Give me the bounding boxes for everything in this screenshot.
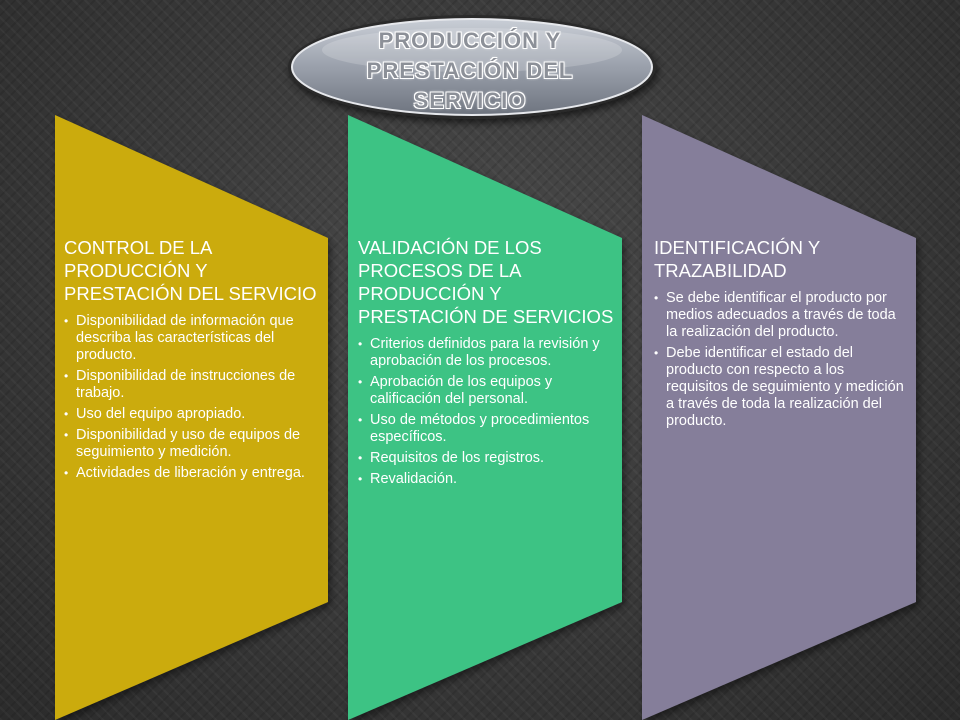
bullet-icon: •	[64, 466, 69, 480]
panel-heading: VALIDACIÓN DE LOS PROCESOS DE LA PRODUCC…	[358, 237, 614, 327]
diagram-title: PRODUCCIÓN Y PRESTACIÓN DEL SERVICIO	[366, 28, 574, 113]
list-item: •Actividades de liberación y entrega.	[64, 465, 305, 481]
bullet-icon: •	[654, 346, 659, 360]
bullet-icon: •	[358, 451, 363, 465]
panel-identificacion: IDENTIFICACIÓN Y TRAZABILIDAD •Se debe i…	[654, 236, 906, 434]
list-item: •Se debe identificar el producto por med…	[654, 290, 896, 340]
list-item: •Disponibilidad y uso de equipos de segu…	[64, 427, 301, 460]
bullet-icon: •	[64, 314, 69, 328]
list-item: •Debe identificar el estado del producto…	[654, 345, 904, 429]
bullet-icon: •	[64, 369, 69, 383]
panel-list: •Criterios definidos para la revisión y …	[358, 336, 620, 488]
panel-identificacion-shape	[642, 115, 916, 720]
bullet-icon: •	[64, 407, 69, 421]
list-item: •Aprobación de los equipos y calificació…	[358, 374, 553, 407]
panel-control-shape	[55, 115, 328, 720]
panel-control: CONTROL DE LA PRODUCCIÓN Y PRESTACIÓN DE…	[64, 236, 322, 486]
list-item: •Revalidación.	[358, 471, 458, 487]
bullet-icon: •	[64, 428, 69, 442]
panel-heading: IDENTIFICACIÓN Y TRAZABILIDAD	[654, 237, 820, 281]
bullet-icon: •	[358, 337, 363, 351]
panel-heading: CONTROL DE LA PRODUCCIÓN Y PRESTACIÓN DE…	[64, 237, 317, 304]
panel-validacion: VALIDACIÓN DE LOS PROCESOS DE LA PRODUCC…	[358, 236, 620, 492]
list-item: •Criterios definidos para la revisión y …	[358, 336, 600, 369]
list-item: •Requisitos de los registros.	[358, 450, 545, 466]
list-item: •Disponibilidad de instrucciones de trab…	[64, 368, 296, 401]
bullet-icon: •	[358, 413, 363, 427]
list-item: •Disponibilidad de información que descr…	[64, 313, 294, 363]
bullet-icon: •	[358, 472, 363, 486]
title-oval	[288, 15, 656, 119]
panel-validacion-shape	[348, 115, 622, 720]
list-item: •Uso de métodos y procedimientos específ…	[358, 412, 590, 445]
panel-list: •Se debe identificar el producto por med…	[654, 290, 906, 430]
bullet-icon: •	[358, 375, 363, 389]
list-item: •Uso del equipo apropiado.	[64, 406, 246, 422]
bullet-icon: •	[654, 291, 659, 305]
panel-list: •Disponibilidad de información que descr…	[64, 313, 322, 482]
